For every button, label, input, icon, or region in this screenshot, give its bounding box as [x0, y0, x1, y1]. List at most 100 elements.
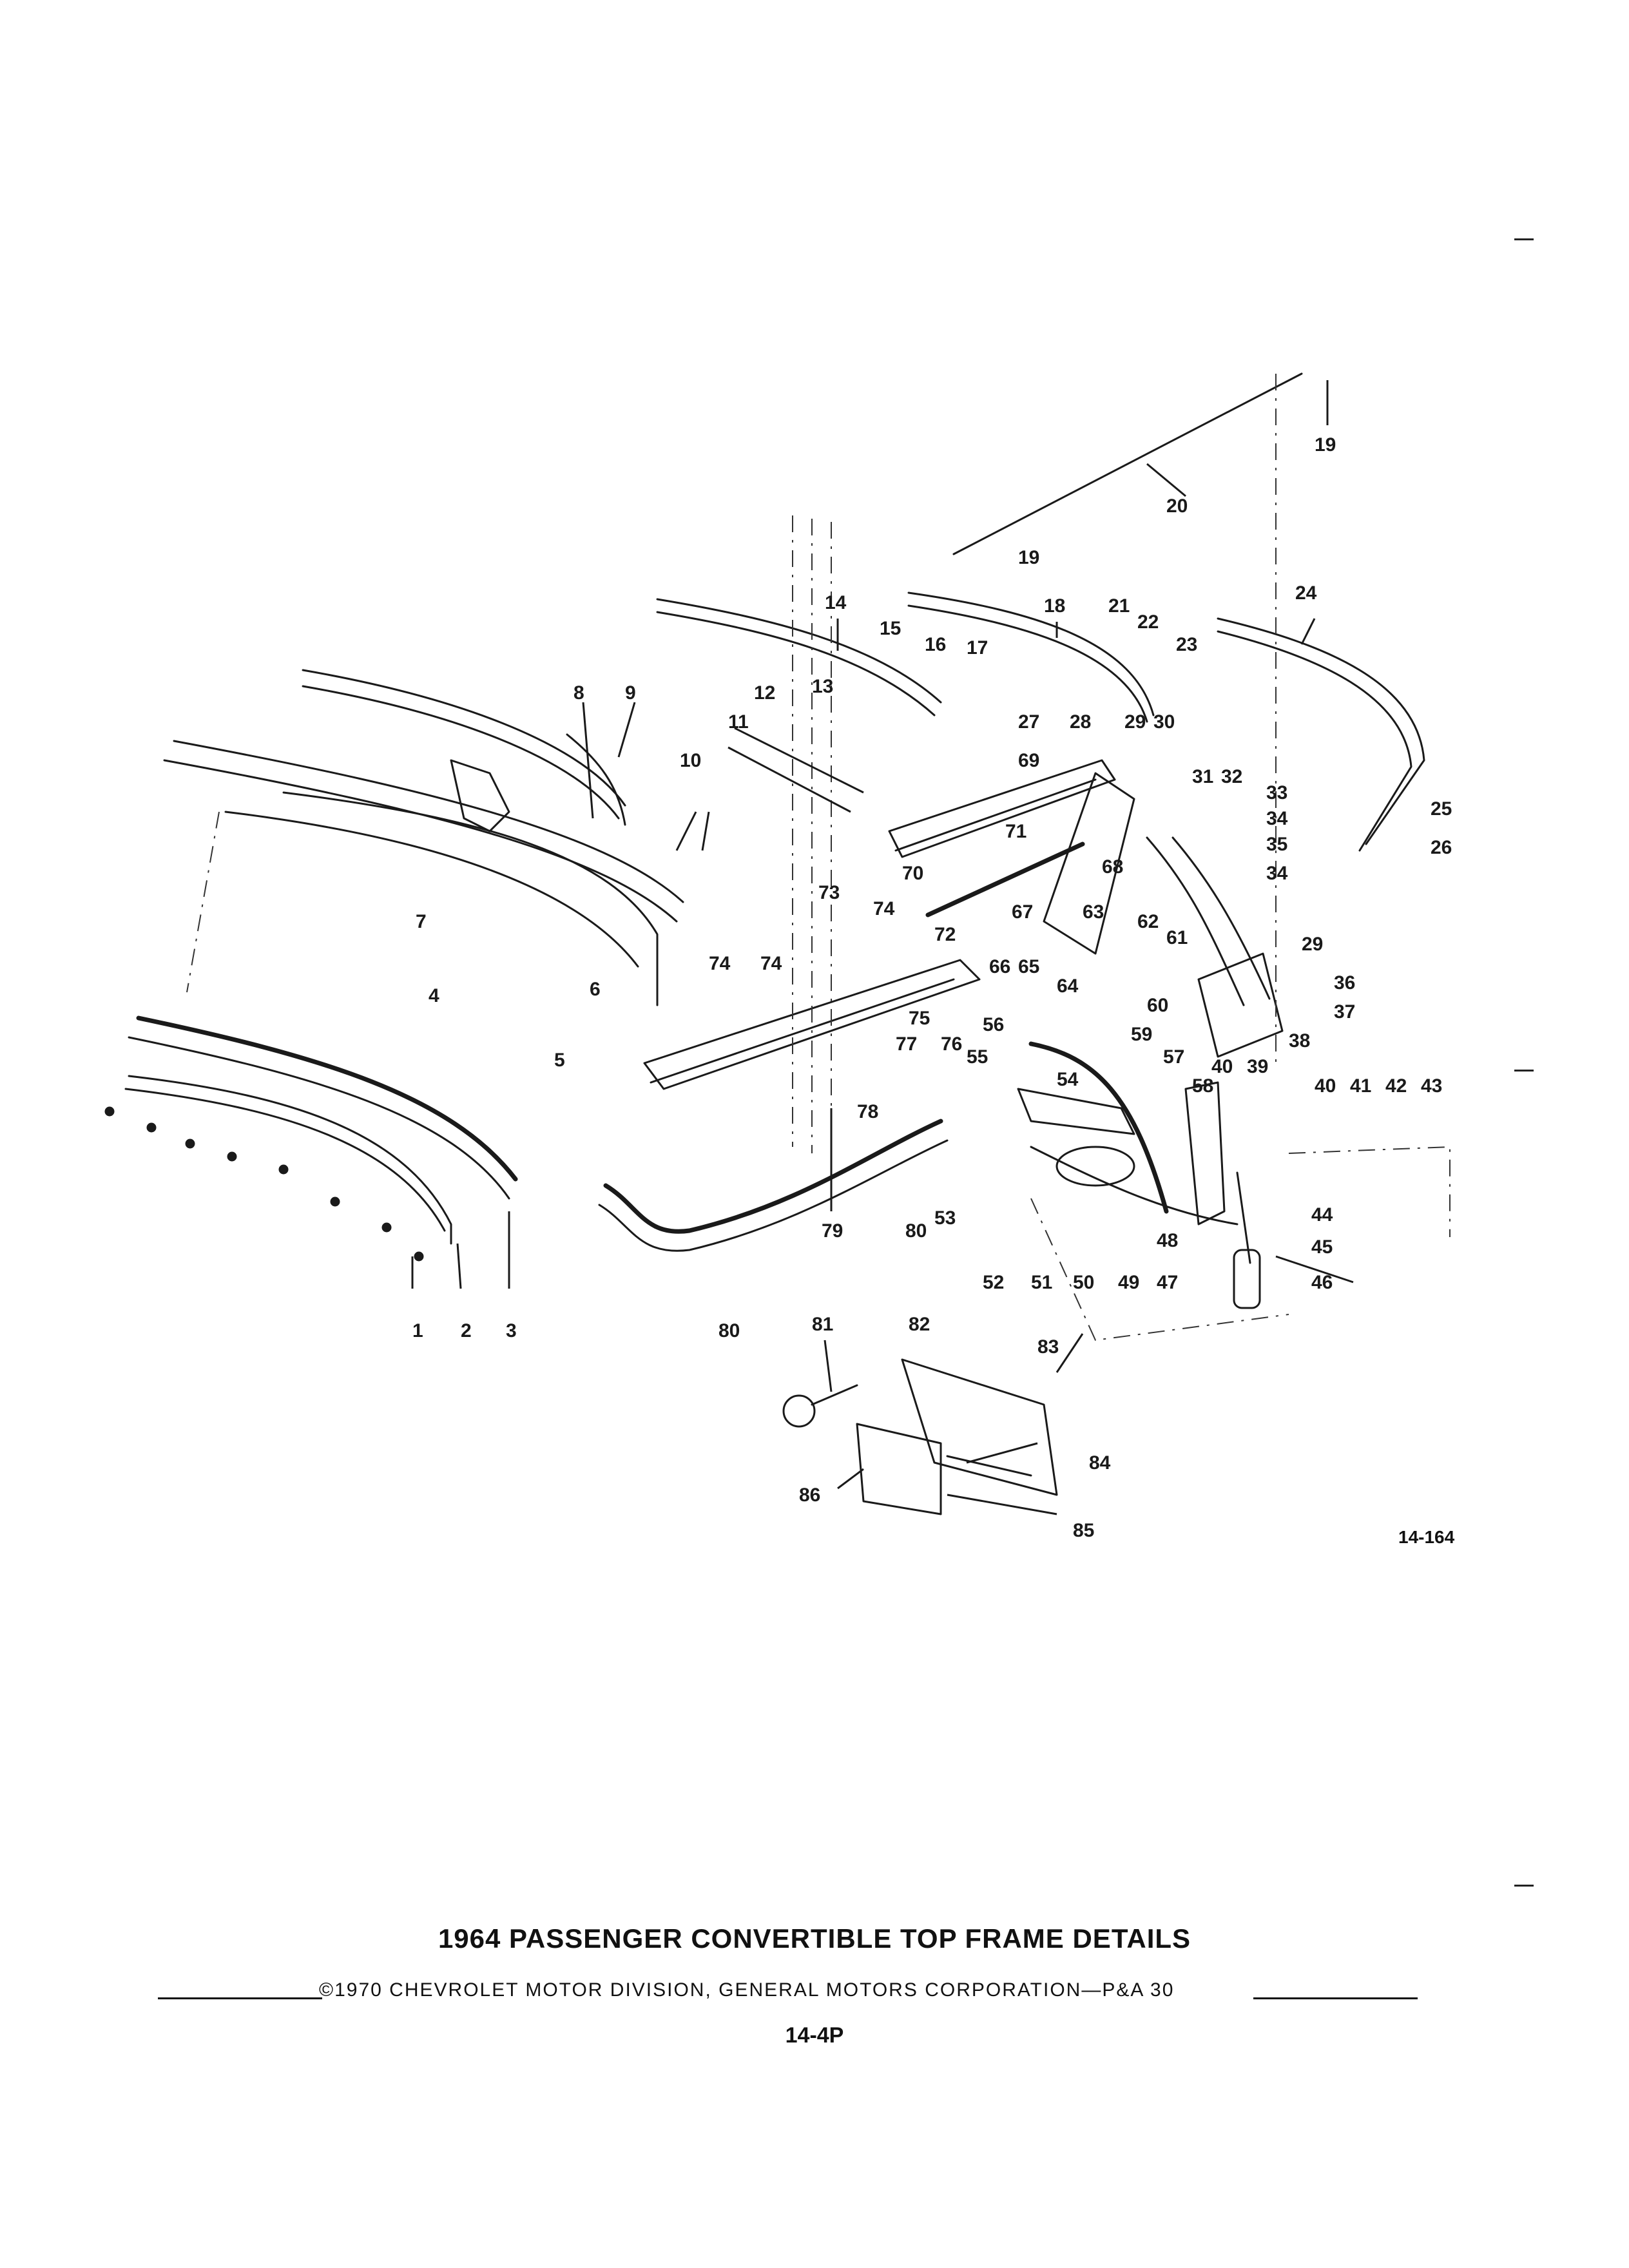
callout-86: 86 — [799, 1485, 820, 1506]
callout-85: 85 — [1073, 1520, 1094, 1541]
callout-59: 59 — [1131, 1024, 1152, 1045]
callout-76: 76 — [941, 1033, 962, 1055]
callout-15: 15 — [880, 618, 901, 639]
callout-12: 12 — [754, 682, 775, 704]
front-rail-weatherstrip — [124, 1015, 518, 1245]
callout-17: 17 — [967, 637, 988, 658]
callout-79: 79 — [822, 1220, 843, 1242]
callout-80-right: 80 — [905, 1220, 927, 1242]
callout-13: 13 — [812, 676, 833, 697]
callout-labels: 1 2 3 4 5 6 7 8 9 10 11 12 13 14 15 16 1… — [412, 434, 1452, 1541]
callout-69: 69 — [1018, 750, 1039, 771]
callout-74-c: 74 — [760, 953, 782, 974]
callout-18: 18 — [1044, 595, 1065, 617]
hydraulic-motor-assembly — [1017, 1041, 1261, 1309]
rule-right — [1253, 1997, 1418, 1999]
callout-78: 78 — [857, 1101, 878, 1122]
callout-68: 68 — [1102, 856, 1123, 878]
callout-47: 47 — [1157, 1272, 1178, 1293]
callout-1: 1 — [412, 1320, 423, 1341]
callout-65: 65 — [1018, 956, 1039, 977]
callout-28: 28 — [1070, 711, 1091, 733]
callout-53: 53 — [934, 1207, 956, 1229]
top-bows — [656, 372, 1425, 852]
callout-63: 63 — [1083, 901, 1104, 923]
callout-54: 54 — [1057, 1069, 1079, 1090]
callout-84: 84 — [1089, 1452, 1111, 1474]
callout-61: 61 — [1166, 927, 1188, 948]
callout-42: 42 — [1385, 1075, 1407, 1097]
callout-66: 66 — [989, 956, 1010, 977]
callout-35: 35 — [1266, 834, 1287, 855]
callout-45: 45 — [1311, 1236, 1333, 1258]
callout-56: 56 — [983, 1014, 1004, 1035]
callout-71: 71 — [1005, 821, 1027, 842]
callout-67: 67 — [1012, 901, 1033, 923]
callout-46: 46 — [1311, 1272, 1333, 1293]
margin-tick — [1514, 1885, 1534, 1887]
callout-82: 82 — [909, 1314, 930, 1335]
callout-4: 4 — [429, 985, 439, 1006]
screws-row — [104, 1106, 424, 1262]
side-rail-linkage — [643, 759, 1284, 1090]
callout-43: 43 — [1421, 1075, 1442, 1097]
callout-34-upper: 34 — [1266, 808, 1288, 829]
callout-38: 38 — [1289, 1030, 1310, 1052]
callout-75: 75 — [909, 1008, 930, 1029]
callout-25: 25 — [1431, 798, 1452, 820]
callout-8: 8 — [574, 682, 584, 704]
callout-24: 24 — [1295, 582, 1317, 604]
copyright-line: ©1970 CHEVROLET MOTOR DIVISION, GENERAL … — [158, 1975, 1421, 2008]
callout-37: 37 — [1334, 1001, 1355, 1023]
callout-33: 33 — [1266, 782, 1287, 803]
callout-2: 2 — [461, 1320, 472, 1341]
callout-11: 11 — [728, 711, 749, 733]
margin-tick — [1514, 1070, 1534, 1072]
callout-26: 26 — [1431, 837, 1452, 858]
phantom-outline — [186, 374, 1451, 1341]
callout-30: 30 — [1153, 711, 1175, 733]
rule-left — [158, 1997, 322, 1999]
rear-panel-assembly — [163, 669, 684, 1006]
callout-29-lower: 29 — [1302, 934, 1323, 955]
callout-34-lower: 34 — [1266, 863, 1288, 884]
callout-81: 81 — [812, 1314, 833, 1335]
leader-lines — [411, 380, 1354, 1515]
page-number: 14-4P — [785, 2023, 844, 2048]
callout-73: 73 — [818, 882, 840, 903]
callout-41: 41 — [1350, 1075, 1371, 1097]
callout-80-left: 80 — [718, 1320, 740, 1341]
callout-58: 58 — [1192, 1075, 1213, 1097]
callout-72: 72 — [934, 924, 956, 945]
callout-40-left: 40 — [1211, 1056, 1233, 1077]
figure-id: 14-164 — [1398, 1527, 1455, 1547]
callout-19-top: 19 — [1315, 434, 1336, 456]
callout-7: 7 — [416, 911, 427, 932]
callout-83: 83 — [1037, 1336, 1059, 1358]
callout-20: 20 — [1166, 495, 1188, 517]
callout-10: 10 — [680, 750, 701, 771]
callout-5: 5 — [554, 1050, 565, 1071]
callout-3: 3 — [506, 1320, 517, 1341]
callout-27: 27 — [1018, 711, 1039, 733]
bracket-detail — [782, 1358, 1058, 1515]
callout-77: 77 — [896, 1033, 917, 1055]
callout-57: 57 — [1163, 1046, 1184, 1068]
belt-molding — [598, 1119, 949, 1252]
callout-22: 22 — [1137, 611, 1159, 633]
callout-19-bracket: 19 — [1018, 547, 1039, 568]
callout-16: 16 — [925, 634, 946, 655]
callout-31: 31 — [1192, 766, 1213, 787]
callout-48: 48 — [1157, 1230, 1178, 1251]
callout-36: 36 — [1334, 972, 1355, 994]
copyright-text: ©1970 CHEVROLET MOTOR DIVISION, GENERAL … — [319, 1979, 1175, 2001]
callout-74-b: 74 — [709, 953, 731, 974]
callout-55: 55 — [967, 1046, 988, 1068]
callout-6: 6 — [590, 979, 601, 1000]
callout-50: 50 — [1073, 1272, 1094, 1293]
callout-29-upper: 29 — [1124, 711, 1146, 733]
callout-44: 44 — [1311, 1204, 1333, 1225]
callout-60: 60 — [1147, 995, 1168, 1016]
